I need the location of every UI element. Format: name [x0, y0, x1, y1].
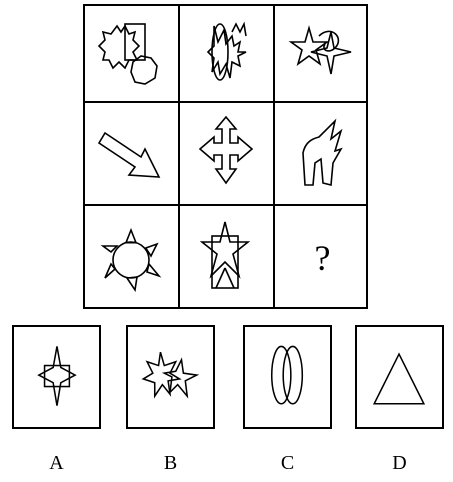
option-a-label: A — [12, 452, 101, 475]
triangle-figure — [357, 327, 442, 427]
grid-cell-r1c3 — [275, 6, 370, 102]
grid-cell-r3c3: ? — [275, 206, 370, 309]
arrow-figure — [85, 103, 179, 204]
star-in-rectangle-figure — [180, 206, 273, 309]
grid-cell-r1c2 — [180, 6, 273, 102]
option-d-box[interactable] — [355, 325, 444, 429]
grid-cell-r1c1 — [85, 6, 179, 102]
flame-figure — [275, 103, 370, 204]
grid-cell-r3c1 — [85, 206, 179, 309]
grid-cell-r2c1 — [85, 103, 179, 204]
double-spiky-star-figure — [128, 327, 213, 427]
four-point-star-rectangle-figure — [14, 327, 99, 427]
grid-cell-r2c2 — [180, 103, 273, 204]
option-c-box[interactable] — [243, 325, 332, 429]
four-arrow-cross-figure — [180, 103, 273, 204]
option-c-label: C — [243, 452, 332, 475]
two-ellipses-figure — [245, 327, 330, 427]
sun-circle-figure — [85, 206, 179, 309]
option-b-box[interactable] — [126, 325, 215, 429]
grid-cell-r3c2 — [180, 206, 273, 309]
question-mark: ? — [275, 206, 370, 309]
option-a-box[interactable] — [12, 325, 101, 429]
option-b-label: B — [126, 452, 215, 475]
puzzle-grid: ? — [83, 4, 368, 309]
ellipse-spiky-figure — [180, 6, 273, 102]
octagon-rectangle-hexagon-figure — [85, 6, 179, 102]
option-d-label: D — [355, 452, 444, 475]
grid-cell-r2c3 — [275, 103, 370, 204]
star-spiral-figure — [275, 6, 370, 102]
